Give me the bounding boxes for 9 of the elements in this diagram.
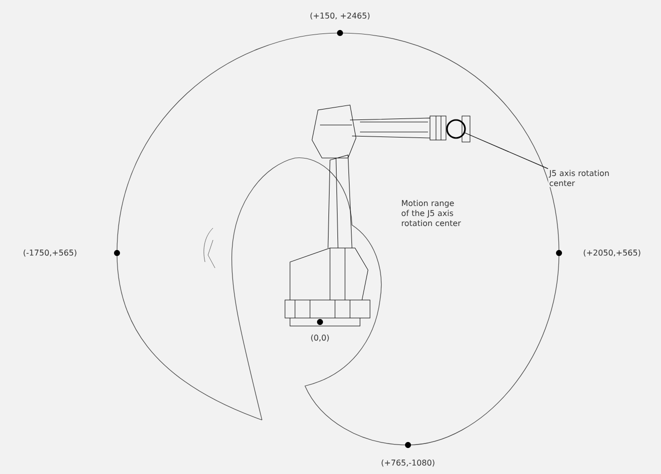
- coordinate-label: (-1750,+565): [24, 249, 76, 257]
- coordinate-label: (+150, +2465): [310, 12, 370, 20]
- annotation-text: Motion range of the J5 axis rotation center: [402, 200, 461, 226]
- coordinate-label: (+2050,+565): [584, 249, 640, 257]
- leader-line: [464, 132, 548, 170]
- coordinate-label: (0,0): [311, 334, 329, 342]
- callout-text: J5 axis rotation center: [548, 168, 614, 188]
- coordinate-label: (+765,-1080): [382, 459, 434, 467]
- wrist-joint: [446, 119, 466, 139]
